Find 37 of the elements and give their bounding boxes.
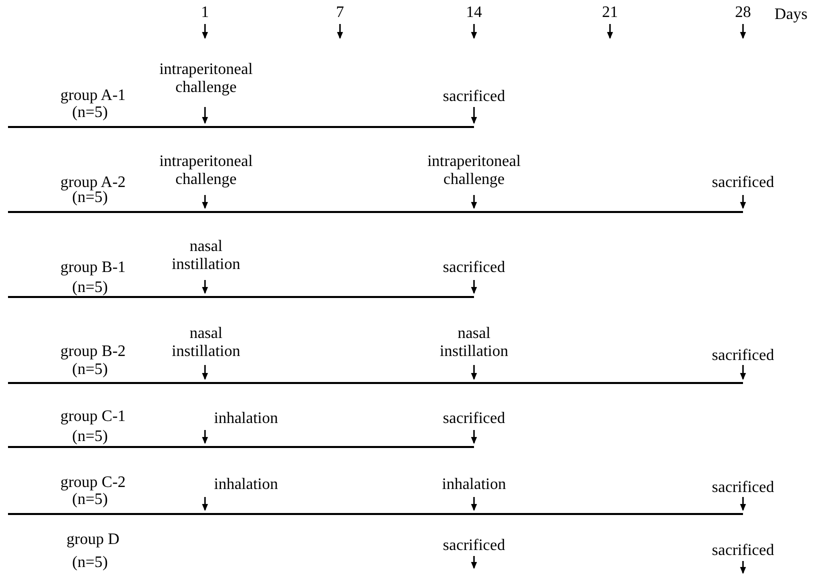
day-number: 7	[335, 4, 345, 22]
group-name: group B-2	[59, 343, 127, 361]
group-name: group D	[66, 531, 120, 549]
group-name: group A-1	[59, 87, 127, 105]
event-label: intraperitoneal challenge	[158, 153, 254, 189]
event-label: inhalation	[213, 410, 279, 428]
sample-size: (n=5)	[71, 104, 109, 122]
sample-size: (n=5)	[71, 361, 109, 379]
event-label: nasal instillation	[170, 325, 242, 361]
sample-size: (n=5)	[72, 189, 109, 207]
group-name: group C-1	[59, 408, 127, 426]
group-name: group B-1	[59, 259, 127, 277]
day-number: 28	[734, 4, 752, 22]
group-name: group C-2	[59, 474, 127, 492]
event-label: intraperitoneal challenge	[158, 61, 254, 97]
event-label: nasal instillation	[170, 238, 242, 274]
event-label: sacrificed	[442, 537, 506, 555]
event-label: sacrificed	[710, 479, 776, 497]
event-label: intraperitoneal challenge	[426, 153, 522, 189]
axis-unit: Days	[774, 6, 808, 24]
sample-size: (n=5)	[71, 428, 109, 446]
event-label: inhalation	[213, 476, 279, 494]
day-number: 14	[465, 4, 483, 22]
event-label: sacrificed	[710, 174, 776, 192]
event-label: sacrificed	[442, 259, 506, 277]
event-label: sacrificed	[442, 410, 506, 428]
event-label: inhalation	[441, 476, 507, 494]
event-label: nasal instillation	[438, 325, 510, 361]
day-number: 21	[601, 4, 619, 22]
event-label: sacrificed	[710, 347, 776, 365]
event-label: sacrificed	[710, 542, 776, 560]
sample-size: (n=5)	[71, 554, 109, 572]
sample-size: (n=5)	[71, 279, 109, 297]
event-label: sacrificed	[442, 88, 506, 106]
group-name: group A-2	[59, 174, 127, 191]
day-number: 1	[200, 4, 210, 22]
sample-size: (n=5)	[71, 491, 109, 509]
